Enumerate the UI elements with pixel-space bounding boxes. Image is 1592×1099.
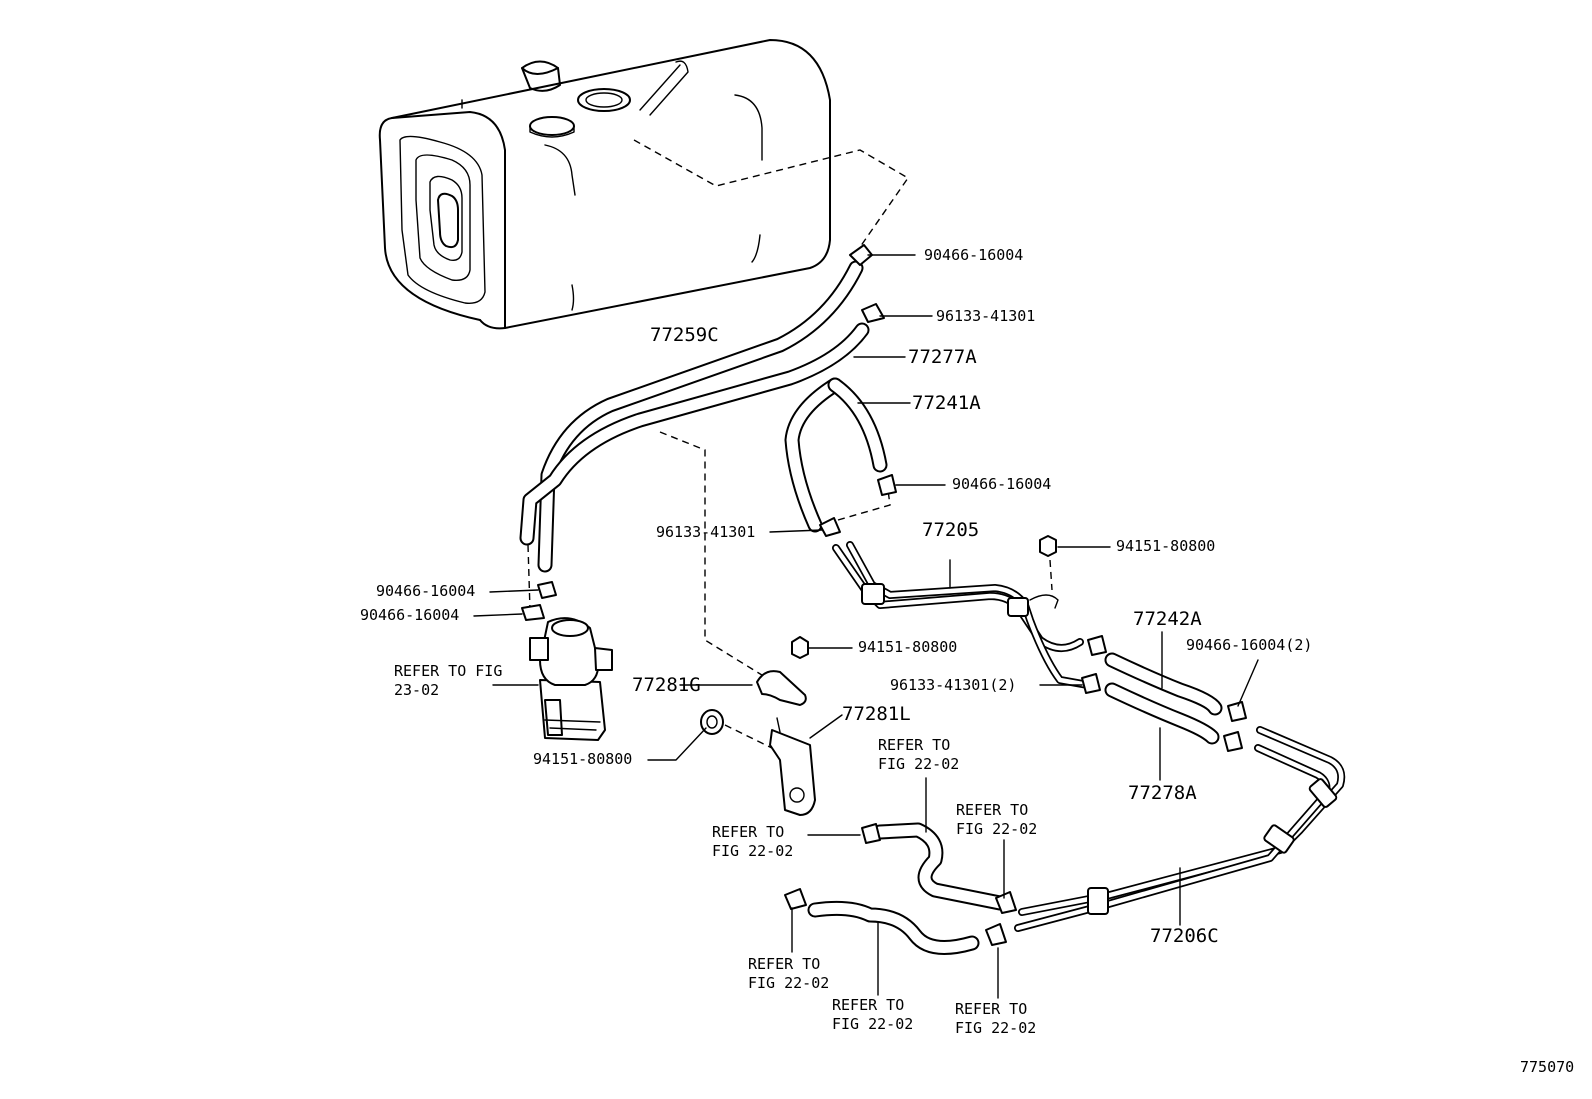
ref-fig-23-02: REFER TO FIG 23-02 (394, 662, 503, 699)
diagram-id: 775070 (1520, 1058, 1575, 1076)
part-label-77281G: 77281G (632, 674, 701, 696)
clamp-label-90466-left-2: 90466-16004 (360, 606, 460, 624)
fuel-filter-assembly (529, 617, 613, 741)
clamp-label-90466-left-1: 90466-16004 (376, 582, 476, 600)
part-label-77242A: 77242A (1133, 608, 1202, 630)
fuel-tank (378, 39, 910, 330)
nut-label-94151-right: 94151-80800 (1116, 537, 1216, 555)
clamps (521, 244, 1247, 946)
bracket-77281L (769, 717, 816, 816)
leader-lines (473, 254, 1259, 999)
ref-fig-22-02-c: REFER TO FIG 22-02 (956, 801, 1038, 838)
ref-fig-22-02-e: REFER TO FIG 22-02 (832, 996, 914, 1033)
nut-label-94151-mid: 94151-80800 (858, 638, 958, 656)
lower-hoses (807, 822, 1008, 955)
hose-77278A (1104, 682, 1220, 745)
clamp-label-90466-top: 90466-16004 (924, 246, 1024, 264)
bracket-77281G (756, 670, 807, 706)
clamp-label-90466-mid: 90466-16004 (952, 475, 1052, 493)
clamp-label-96133-top: 96133-41301 (936, 307, 1036, 325)
ref-fig-22-02-a: REFER TO FIG 22-02 (878, 736, 960, 773)
part-label-77278A: 77278A (1128, 782, 1197, 804)
part-label-77281L: 77281L (842, 703, 911, 725)
clamp-label-90466-x2: 90466-16004(2) (1186, 636, 1313, 654)
hose-77241A (784, 377, 888, 533)
ref-fig-22-02-d: REFER TO FIG 22-02 (748, 955, 830, 992)
pipe-77205 (832, 541, 1092, 689)
part-label-77277A: 77277A (908, 346, 977, 368)
part-label-77205: 77205 (922, 519, 980, 541)
clamp-label-96133-x2: 96133-41301(2) (890, 676, 1017, 694)
nuts (700, 535, 1057, 735)
part-label-77241A: 77241A (912, 392, 981, 414)
ref-fig-22-02-b: REFER TO FIG 22-02 (712, 823, 794, 860)
hose-77242A (1104, 652, 1223, 716)
nut-label-94151-bottom: 94151-80800 (533, 750, 633, 768)
pipe-77206C (1014, 726, 1346, 932)
part-label-77259C: 77259C (650, 324, 719, 346)
part-label-77206C: 77206C (1150, 925, 1219, 947)
clamp-label-96133-mid: 96133-41301 (656, 523, 756, 541)
hose-77259C (519, 260, 870, 573)
ref-fig-22-02-f: REFER TO FIG 22-02 (955, 1000, 1037, 1037)
